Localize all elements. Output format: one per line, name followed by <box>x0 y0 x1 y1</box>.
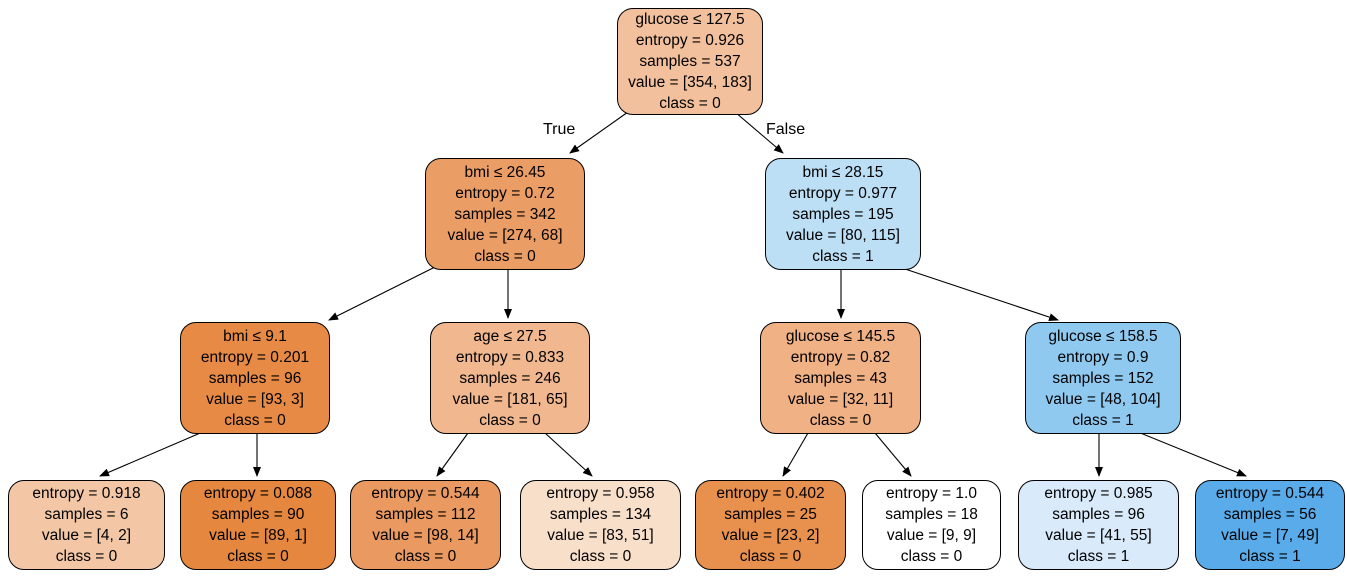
node-class: class = 1 <box>1239 548 1301 565</box>
tree-node-leaf-7: entropy = 0.985 samples = 96 value = [41… <box>1018 480 1179 570</box>
node-entropy: entropy = 0.82 <box>790 348 891 366</box>
node-value: value = [48, 104] <box>1045 390 1161 408</box>
node-value: value = [80, 115] <box>786 226 900 244</box>
node-class: class = 0 <box>809 411 872 429</box>
edge-label-false: False <box>766 121 806 138</box>
node-value: value = [83, 51] <box>547 527 654 544</box>
edge-l1-to-ll <box>328 266 436 321</box>
node-samples: samples = 112 <box>375 506 476 523</box>
edge-lr-to-leaf3 <box>436 432 469 477</box>
node-samples: samples = 43 <box>794 369 887 387</box>
edge-ll-to-leaf1 <box>99 430 206 477</box>
edge-label-true: True <box>543 121 576 138</box>
node-value: value = [98, 14] <box>372 527 479 544</box>
node-condition: glucose ≤ 145.5 <box>785 327 896 345</box>
node-value: value = [181, 65] <box>452 390 568 408</box>
node-condition: glucose ≤ 127.5 <box>635 11 745 28</box>
node-value: value = [89, 1] <box>209 527 307 544</box>
node-samples: samples = 246 <box>459 369 561 387</box>
node-value: value = [9, 9] <box>886 527 977 544</box>
edge-root-to-left <box>569 111 629 154</box>
edge-r1-to-rr <box>898 266 1059 321</box>
edge-rl-to-leaf6 <box>874 432 912 477</box>
node-entropy: entropy = 0.833 <box>455 348 565 366</box>
node-entropy: entropy = 0.958 <box>546 485 655 502</box>
edge-rr-to-leaf8 <box>1137 431 1247 477</box>
tree-node-leaf-1: entropy = 0.918 samples = 6 value = [4, … <box>8 480 165 570</box>
node-condition: bmi ≤ 26.45 <box>464 163 546 181</box>
node-value: value = [23, 2] <box>721 527 820 544</box>
node-samples: samples = 537 <box>639 53 741 70</box>
node-value: value = [274, 68] <box>447 226 563 244</box>
node-condition: glucose ≤ 158.5 <box>1048 327 1158 345</box>
node-class: class = 1 <box>1072 411 1134 429</box>
node-entropy: entropy = 0.926 <box>635 32 745 49</box>
node-condition: age ≤ 27.5 <box>473 327 547 345</box>
node-value: value = [354, 183] <box>628 74 752 91</box>
node-class: class = 0 <box>479 411 541 429</box>
node-samples: samples = 96 <box>1052 506 1145 523</box>
node-entropy: entropy = 0.402 <box>716 485 825 502</box>
node-samples: samples = 342 <box>454 205 556 223</box>
node-samples: samples = 18 <box>885 506 978 523</box>
edge-root-to-right <box>734 111 784 154</box>
node-entropy: entropy = 1.0 <box>886 485 977 502</box>
node-samples: samples = 6 <box>44 506 129 523</box>
tree-node-leaf-6: entropy = 1.0 samples = 18 value = [9, 9… <box>862 480 1001 570</box>
node-class: class = 0 <box>227 548 289 565</box>
node-class: class = 1 <box>812 247 874 265</box>
node-condition: bmi ≤ 28.15 <box>802 163 884 181</box>
node-entropy: entropy = 0.544 <box>371 485 480 502</box>
tree-node-leaf-2: entropy = 0.088 samples = 90 value = [89… <box>180 480 336 570</box>
node-entropy: entropy = 0.9 <box>1057 348 1149 366</box>
node-samples: samples = 56 <box>1223 506 1317 523</box>
tree-node-depth1-left: bmi ≤ 26.45 entropy = 0.72 samples = 342… <box>425 158 585 270</box>
node-entropy: entropy = 0.918 <box>32 485 141 502</box>
node-samples: samples = 152 <box>1052 369 1154 387</box>
node-samples: samples = 96 <box>208 369 302 387</box>
node-class: class = 0 <box>659 95 721 112</box>
node-class: class = 0 <box>224 411 286 429</box>
node-samples: samples = 25 <box>724 506 817 523</box>
node-value: value = [7, 49] <box>1221 527 1319 544</box>
node-class: class = 0 <box>394 548 457 565</box>
node-entropy: entropy = 0.201 <box>200 348 310 366</box>
node-samples: samples = 134 <box>549 506 652 523</box>
node-entropy: entropy = 0.977 <box>788 184 898 202</box>
tree-node-root: glucose ≤ 127.5 entropy = 0.926 samples … <box>617 8 763 115</box>
tree-node-depth2-rl: glucose ≤ 145.5 entropy = 0.82 samples =… <box>760 322 921 434</box>
node-value: value = [41, 55] <box>1045 527 1152 544</box>
node-entropy: entropy = 0.088 <box>203 485 313 502</box>
node-entropy: entropy = 0.985 <box>1044 485 1153 502</box>
tree-node-leaf-8: entropy = 0.544 samples = 56 value = [7,… <box>1195 480 1345 570</box>
node-samples: samples = 195 <box>792 205 894 223</box>
node-value: value = [4, 2] <box>41 527 132 544</box>
node-class: class = 1 <box>1067 548 1130 565</box>
edge-lr-to-leaf4 <box>544 432 593 477</box>
node-value: value = [32, 11] <box>787 390 894 408</box>
node-entropy: entropy = 0.72 <box>455 184 555 202</box>
tree-node-depth2-lr: age ≤ 27.5 entropy = 0.833 samples = 246… <box>430 322 590 434</box>
node-class: class = 0 <box>55 548 118 565</box>
node-condition: bmi ≤ 9.1 <box>223 327 287 345</box>
tree-node-leaf-4: entropy = 0.958 samples = 134 value = [8… <box>520 480 681 570</box>
node-value: value = [93, 3] <box>206 390 304 408</box>
tree-node-leaf-5: entropy = 0.402 samples = 25 value = [23… <box>695 480 846 570</box>
node-entropy: entropy = 0.544 <box>1215 485 1325 502</box>
tree-node-depth2-rr: glucose ≤ 158.5 entropy = 0.9 samples = … <box>1025 322 1181 434</box>
tree-node-depth1-right: bmi ≤ 28.15 entropy = 0.977 samples = 19… <box>765 158 921 270</box>
node-class: class = 0 <box>900 548 963 565</box>
node-class: class = 0 <box>474 247 536 265</box>
tree-node-depth2-ll: bmi ≤ 9.1 entropy = 0.201 samples = 96 v… <box>180 322 330 434</box>
edge-rl-to-leaf5 <box>782 432 809 477</box>
node-class: class = 0 <box>569 548 632 565</box>
node-samples: samples = 90 <box>211 506 305 523</box>
node-class: class = 0 <box>739 548 802 565</box>
tree-node-leaf-3: entropy = 0.544 samples = 112 value = [9… <box>350 480 501 570</box>
